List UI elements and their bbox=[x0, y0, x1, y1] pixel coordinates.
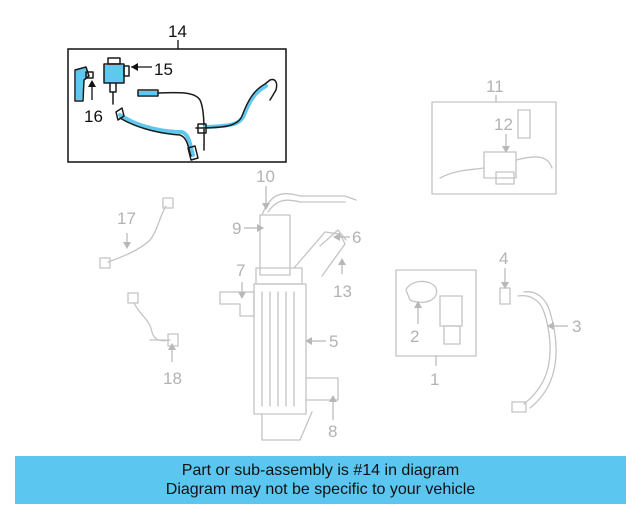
callout-16[interactable]: 16 bbox=[84, 107, 103, 126]
callout-18[interactable]: 18 bbox=[163, 369, 182, 388]
callout-2[interactable]: 2 bbox=[410, 327, 419, 346]
subassembly-14[interactable]: 14 15 bbox=[67, 22, 287, 163]
callout-14[interactable]: 14 bbox=[168, 22, 187, 41]
callout-11[interactable]: 11 bbox=[486, 77, 504, 96]
purge-valve-part bbox=[103, 57, 130, 105]
vapor-hose-part bbox=[115, 78, 278, 161]
subassembly-11-box bbox=[431, 101, 557, 195]
sensor-17-part bbox=[99, 197, 174, 269]
callout-9[interactable]: 9 bbox=[232, 219, 241, 238]
canister-assembly bbox=[219, 192, 357, 441]
banner-line-2: Diagram may not be specific to your vehi… bbox=[165, 481, 476, 498]
sensor-18-part bbox=[127, 292, 179, 347]
callout-10[interactable]: 10 bbox=[256, 167, 275, 186]
callout-8[interactable]: 8 bbox=[328, 422, 337, 441]
callout-5[interactable]: 5 bbox=[329, 332, 338, 351]
info-banner: Part or sub-assembly is #14 in diagram D… bbox=[15, 456, 626, 504]
clip-4-part bbox=[499, 287, 511, 305]
callout-3[interactable]: 3 bbox=[572, 317, 581, 336]
callout-7[interactable]: 7 bbox=[236, 261, 245, 280]
subassembly-14-box bbox=[67, 48, 287, 163]
bracket-part bbox=[74, 66, 94, 102]
callout-13[interactable]: 13 bbox=[333, 282, 352, 301]
hose-3-part bbox=[511, 291, 557, 413]
callout-1[interactable]: 1 bbox=[430, 370, 439, 389]
callout-15[interactable]: 15 bbox=[154, 60, 173, 79]
callout-17[interactable]: 17 bbox=[117, 209, 136, 228]
subassembly-11[interactable]: 11 12 bbox=[431, 77, 557, 195]
callout-12[interactable]: 12 bbox=[494, 115, 513, 134]
subassembly-1-box bbox=[395, 269, 477, 357]
banner-line-1: Part or sub-assembly is #14 in diagram bbox=[181, 462, 460, 479]
callout-6[interactable]: 6 bbox=[352, 228, 361, 247]
solenoid-part bbox=[439, 109, 553, 185]
subassembly-1[interactable]: 2 1 bbox=[395, 269, 477, 389]
callout-4[interactable]: 4 bbox=[499, 249, 508, 268]
